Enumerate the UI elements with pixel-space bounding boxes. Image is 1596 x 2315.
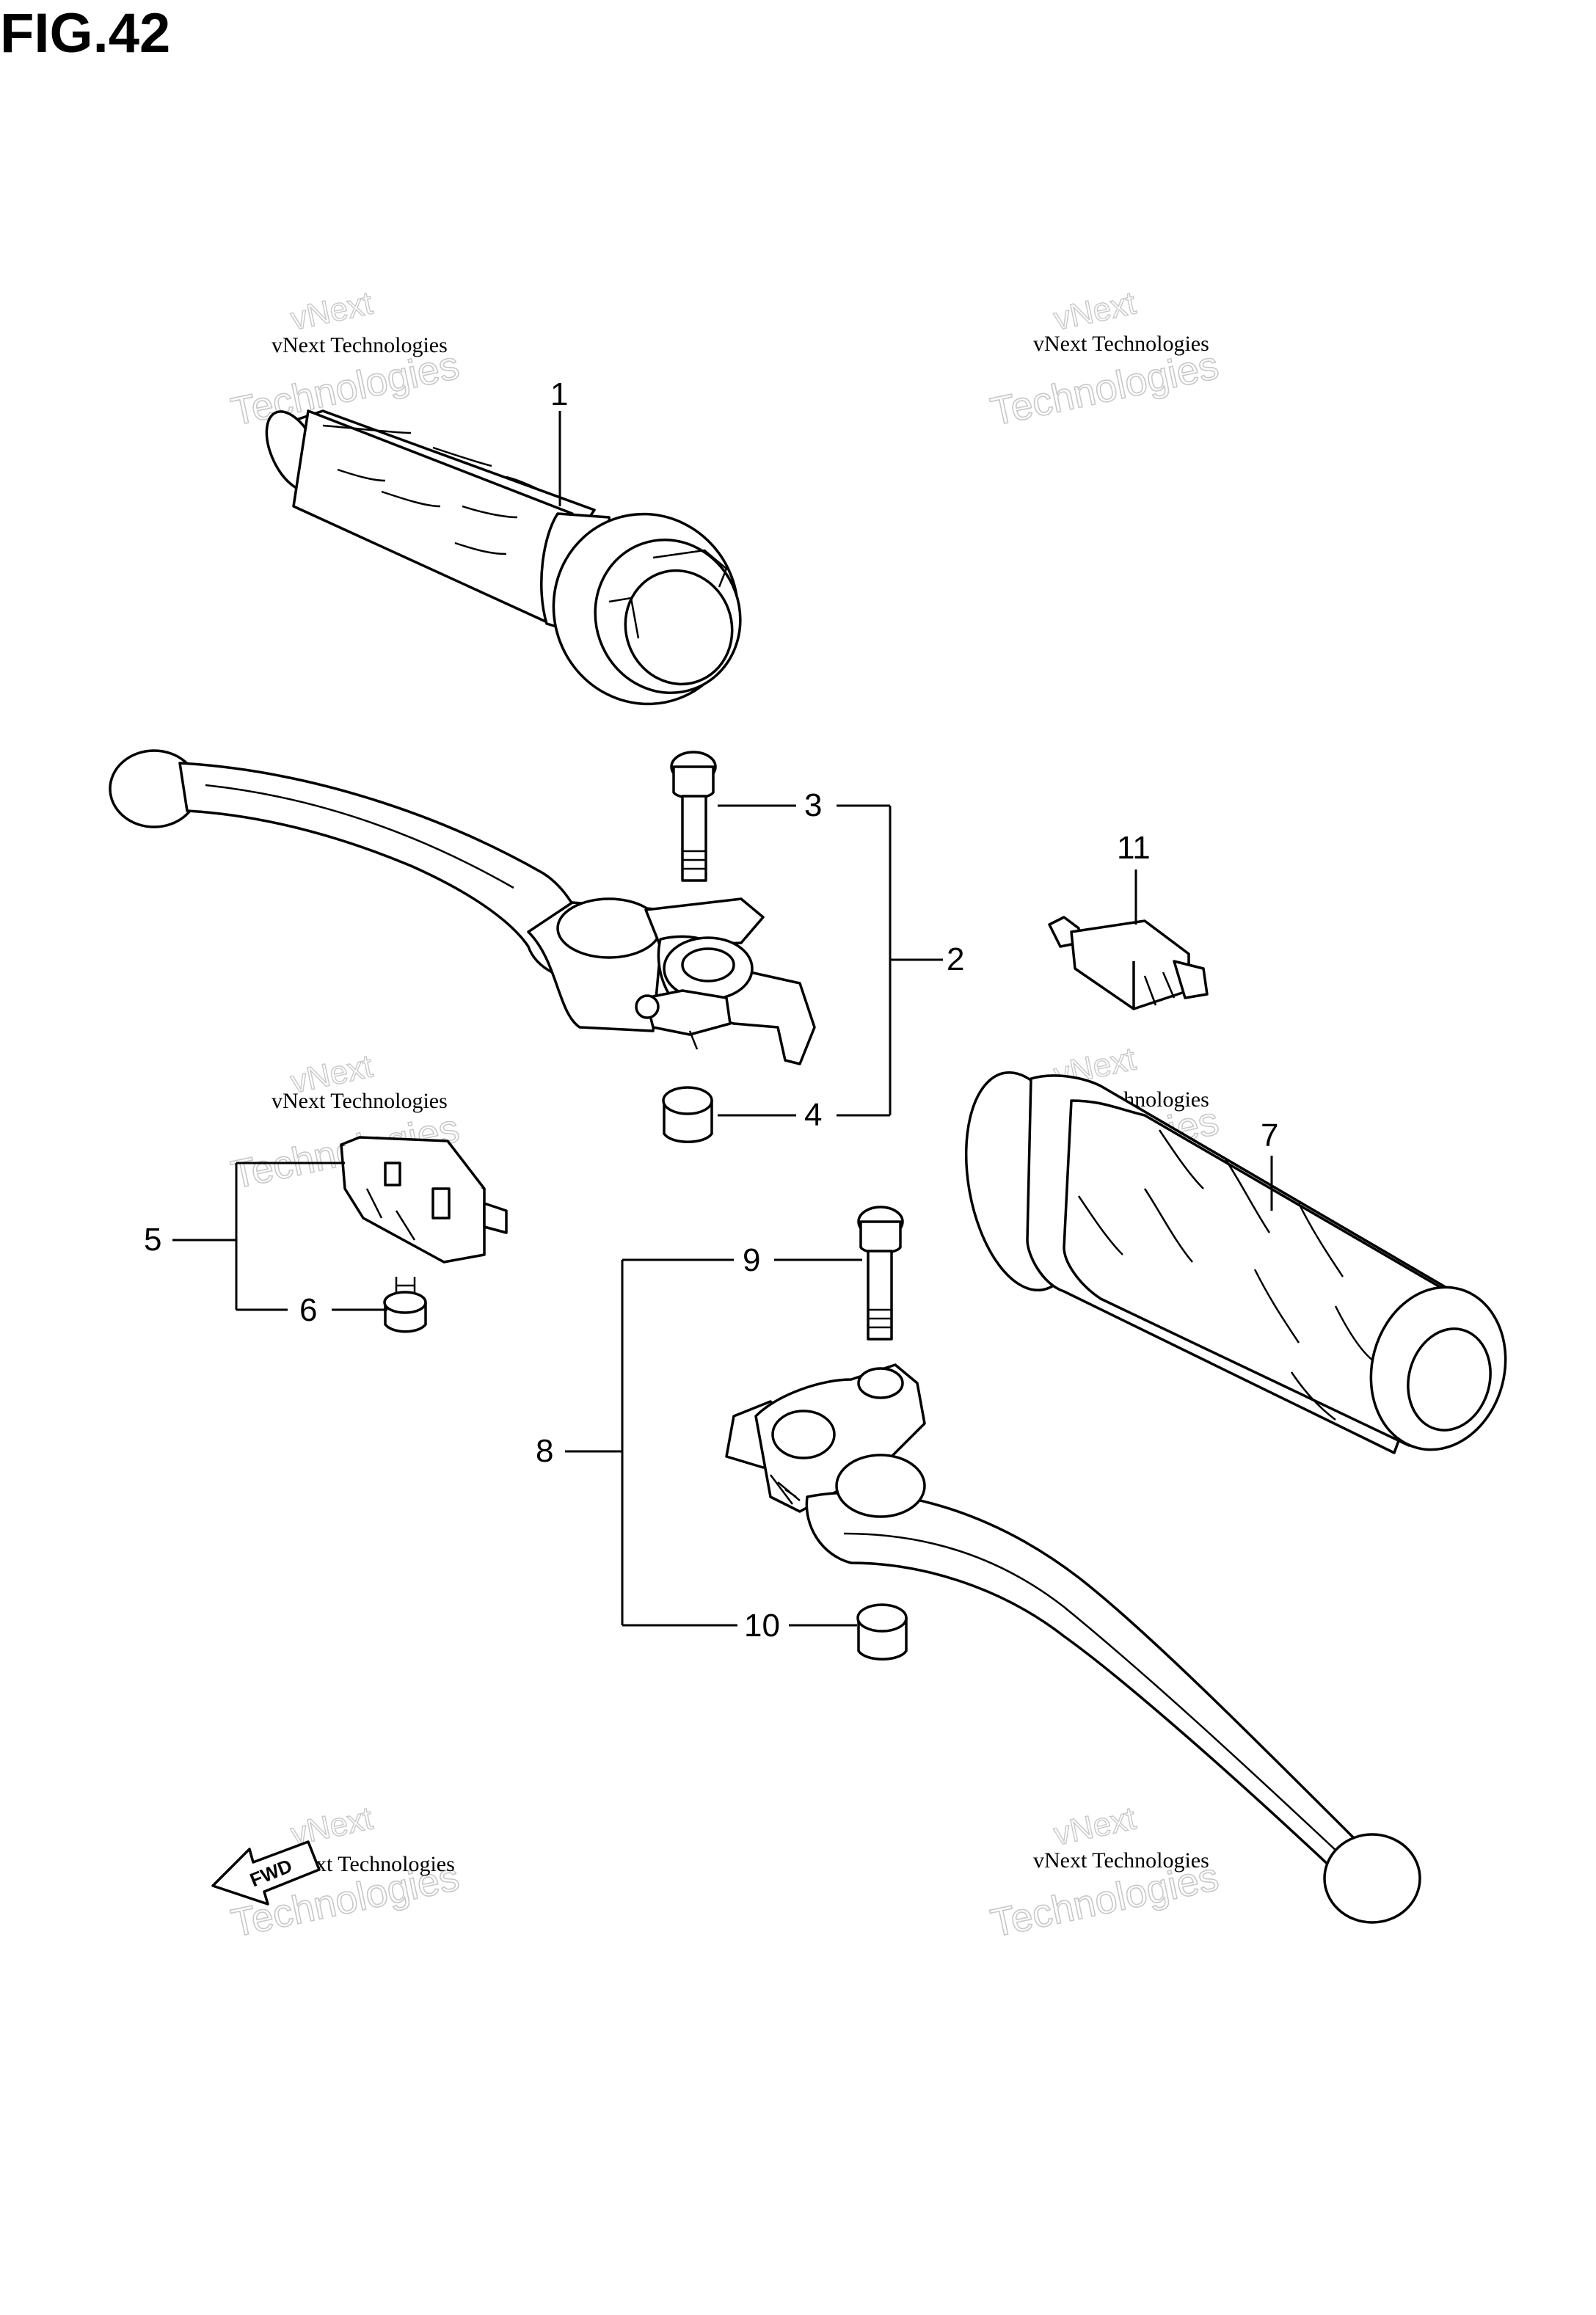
part-switch-11 <box>1048 916 1209 1010</box>
callout-3: 3 <box>804 787 822 823</box>
watermark-technologies: Technologies <box>987 343 1222 434</box>
watermark-top-right: vNext Technologies vNext Technologies <box>986 285 1222 435</box>
callout-6: 6 <box>299 1292 317 1328</box>
part-screw-6 <box>383 1277 427 1333</box>
watermark-top-left: vNext Technologies vNext Technologies <box>227 285 463 435</box>
callout-4: 4 <box>804 1097 822 1133</box>
watermark-caption: vNext Technologies <box>272 333 448 357</box>
watermark-caption: vNext Technologies <box>272 1089 448 1113</box>
callout-2: 2 <box>947 941 964 977</box>
part-switch-5 <box>340 1136 508 1264</box>
part-throttle-grip <box>265 409 742 706</box>
part-clutch-lever <box>725 1363 1421 1924</box>
part-pivot-bolt-3 <box>670 751 717 882</box>
callout-7: 7 <box>1261 1118 1278 1153</box>
watermark-vnext: vNext <box>1051 1800 1139 1852</box>
watermark-vnext: vNext <box>288 285 376 337</box>
part-nut-4 <box>662 1086 713 1143</box>
callout-8: 8 <box>536 1433 553 1469</box>
callout-11: 11 <box>1117 830 1151 866</box>
callout-10: 10 <box>744 1608 780 1644</box>
callout-labels: 1 2 3 4 5 6 7 8 9 10 11 <box>144 376 1278 1644</box>
watermark-bottom-right: vNext Technologies vNext Technologies <box>986 1800 1222 1947</box>
part-pivot-bolt-9 <box>857 1206 904 1341</box>
callout-9: 9 <box>743 1242 760 1278</box>
callout-5: 5 <box>144 1222 161 1258</box>
part-nut-10 <box>856 1603 908 1660</box>
leader-lines <box>172 411 1273 1627</box>
figure-title: FIG.42 <box>0 2 171 65</box>
callout-1: 1 <box>550 376 568 412</box>
part-brake-lever <box>109 749 816 1065</box>
part-left-grip <box>964 1071 1507 1454</box>
watermark-caption: vNext Technologies <box>1033 1848 1209 1873</box>
watermark-caption: vNext Technologies <box>1033 332 1209 356</box>
watermark-vnext: vNext <box>1051 285 1139 337</box>
